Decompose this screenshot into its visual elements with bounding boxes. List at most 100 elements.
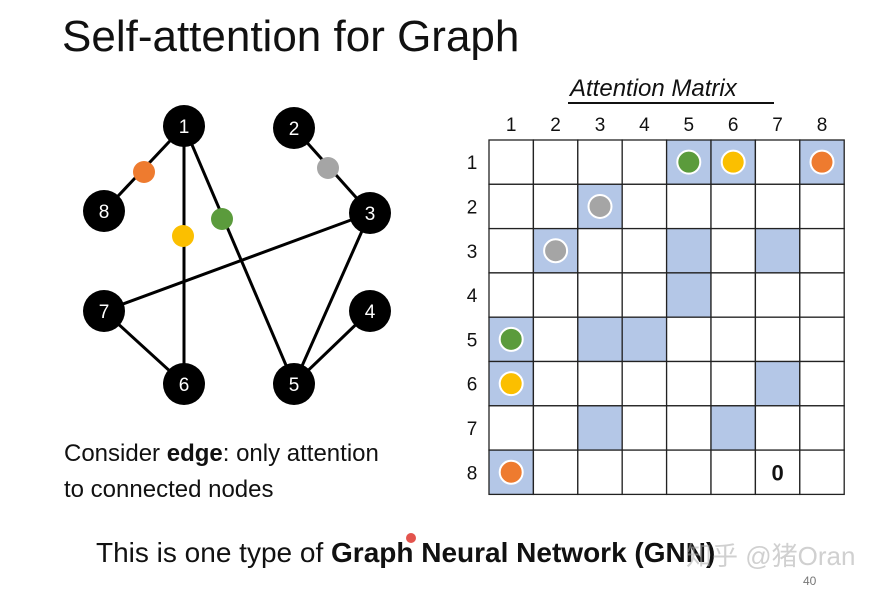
col-label-5: 5 xyxy=(684,115,695,136)
matrix-cell-3-7 xyxy=(754,227,801,274)
caption-bold: edge xyxy=(166,440,223,467)
laser-pointer-dot xyxy=(406,533,416,543)
matrix-cell-2-6 xyxy=(710,183,757,230)
matrix-cell-5-7 xyxy=(754,316,801,363)
row-label-8: 8 xyxy=(467,463,478,484)
node-label-3: 3 xyxy=(365,204,376,225)
title-underline xyxy=(568,102,774,104)
matrix-dot-2-3 xyxy=(587,193,613,219)
matrix-cell-4-5 xyxy=(665,272,712,318)
node-5 xyxy=(273,363,315,405)
node-3 xyxy=(349,192,391,234)
node-8 xyxy=(83,190,125,232)
node-label-2: 2 xyxy=(289,119,300,140)
matrix-cell-3-8 xyxy=(799,227,845,274)
matrix-cell-2-7 xyxy=(754,183,801,230)
matrix-cell-8-3 xyxy=(577,449,623,496)
matrix-cell-4-3 xyxy=(577,272,623,318)
edge-dot-1-6 xyxy=(172,225,194,247)
matrix-cell-5-4 xyxy=(621,316,668,363)
matrix-cell-7-7 xyxy=(754,405,801,451)
matrix-cell-8-7 xyxy=(754,449,801,496)
matrix-cell-4-2 xyxy=(532,272,579,318)
matrix-cell-3-6 xyxy=(710,227,757,274)
matrix-cell-2-2 xyxy=(532,183,579,230)
node-7 xyxy=(83,290,125,332)
attention-matrix-title: Attention Matrix xyxy=(570,75,737,102)
matrix-cell-6-5 xyxy=(665,360,712,407)
edge-3-5 xyxy=(292,212,372,385)
col-label-1: 1 xyxy=(506,115,517,136)
matrix-cell-1-1 xyxy=(488,139,535,185)
matrix-cell-5-5 xyxy=(665,316,712,363)
col-label-2: 2 xyxy=(550,115,561,136)
edge-dot-1-5 xyxy=(211,208,233,230)
matrix-dot-8-1 xyxy=(498,459,524,485)
matrix-cell-3-3 xyxy=(577,227,623,274)
node-label-6: 6 xyxy=(179,375,190,396)
row-label-7: 7 xyxy=(467,419,478,440)
matrix-dot-3-2 xyxy=(543,238,569,264)
matrix-cell-6-2 xyxy=(532,360,579,407)
matrix-cell-5-2 xyxy=(532,316,579,363)
col-label-7: 7 xyxy=(772,115,783,136)
col-label-3: 3 xyxy=(595,115,606,136)
matrix-cell-5-6 xyxy=(710,316,757,363)
matrix-cell-4-1 xyxy=(488,272,535,318)
matrix-cell-1-3 xyxy=(577,139,623,185)
matrix-dot-6-1 xyxy=(498,371,524,397)
caption-suffix: : only attention xyxy=(222,440,379,467)
node-1 xyxy=(163,105,205,147)
matrix-dot-1-5 xyxy=(676,149,702,175)
edge-dot-1-8 xyxy=(133,161,155,183)
row-label-1: 1 xyxy=(467,153,478,174)
matrix-cell-6-6 xyxy=(710,360,757,407)
matrix-cell-8-4 xyxy=(621,449,668,496)
row-label-2: 2 xyxy=(467,197,478,218)
matrix-cell-2-8 xyxy=(799,183,845,230)
matrix-cell-3-1 xyxy=(488,227,535,274)
node-6 xyxy=(163,363,205,405)
matrix-cell-4-6 xyxy=(710,272,757,318)
matrix-cell-7-2 xyxy=(532,405,579,451)
matrix-cell-7-5 xyxy=(665,405,712,451)
edge-3-7 xyxy=(103,211,371,313)
matrix-cell-7-3 xyxy=(577,405,623,451)
node-label-5: 5 xyxy=(289,375,300,396)
matrix-cell-6-4 xyxy=(621,360,668,407)
node-4 xyxy=(349,290,391,332)
row-label-4: 4 xyxy=(467,286,478,307)
row-label-6: 6 xyxy=(467,375,478,396)
matrix-cell-1-7 xyxy=(754,139,801,185)
caption-line2: to connected nodes xyxy=(64,476,274,503)
slide-title: Self-attention for Graph xyxy=(62,12,520,61)
edge-caption: Consider edge: only attention to connect… xyxy=(64,436,379,508)
matrix-dot-5-1 xyxy=(498,326,524,352)
matrix-cell-6-3 xyxy=(577,360,623,407)
row-label-5: 5 xyxy=(467,330,478,351)
matrix-cell-8-6 xyxy=(710,449,757,496)
zero-label: 0 xyxy=(771,460,783,485)
matrix-cell-2-1 xyxy=(488,183,535,230)
matrix-cell-6-7 xyxy=(754,360,801,407)
matrix-cell-4-8 xyxy=(799,272,845,318)
col-label-6: 6 xyxy=(728,115,739,136)
matrix-cell-8-5 xyxy=(665,449,712,496)
node-2 xyxy=(273,107,315,149)
matrix-cell-8-8 xyxy=(799,449,845,496)
matrix-cell-7-8 xyxy=(799,405,845,451)
caption-prefix: Consider xyxy=(64,440,167,467)
row-label-3: 3 xyxy=(467,242,478,263)
bottom-bold: Graph Neural Network (GNN) xyxy=(331,537,716,568)
bottom-statement: This is one type of Graph Neural Network… xyxy=(96,534,715,572)
matrix-cell-4-4 xyxy=(621,272,668,318)
matrix-cell-5-8 xyxy=(799,316,845,363)
col-label-8: 8 xyxy=(817,115,828,136)
matrix-cell-1-4 xyxy=(621,139,668,185)
matrix-cell-4-7 xyxy=(754,272,801,318)
matrix-cell-3-4 xyxy=(621,227,668,274)
matrix-cell-2-4 xyxy=(621,183,668,230)
matrix-cell-8-2 xyxy=(532,449,579,496)
matrix-cell-7-4 xyxy=(621,405,668,451)
